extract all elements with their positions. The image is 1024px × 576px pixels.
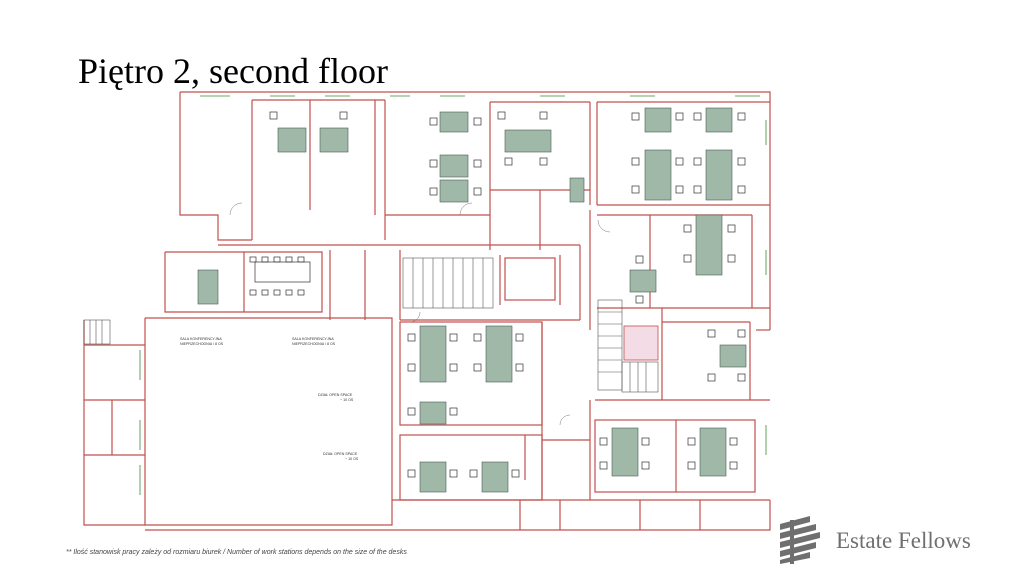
desk-clusters (197, 107, 747, 493)
brand-name: Estate Fellows (836, 528, 971, 553)
label-conference-a-line-1: SALA KONFERENCYJNA (180, 337, 222, 341)
label-conference-a-line-2: NIEPRZECHODNIA / 8 OS (180, 342, 224, 346)
window-markers (139, 95, 767, 495)
label-conference-b-line-1: SALA KONFERENCYJNA (292, 337, 334, 341)
footnote: ** Ilość stanowisk pracy zależy od rozmi… (66, 549, 407, 556)
lift-shaft (623, 325, 659, 361)
room-labels: SALA KONFERENCYJNA NIEPRZECHODNIA / 8 OS… (180, 337, 359, 461)
label-open-space-b-line-2: ~ 10 OS (345, 457, 359, 461)
label-open-space-a-line-1: DZIAŁ OPEN SPACE (318, 393, 353, 397)
staircases (83, 257, 659, 393)
page-title: Piętro 2, second floor (78, 51, 388, 91)
building-stack-icon (780, 516, 820, 564)
plan-walls (83, 91, 771, 531)
label-open-space-a-line-2: ~ 10 OS (340, 398, 354, 402)
brand-logo: Estate Fellows (776, 514, 1016, 570)
label-conference-b-line-2: NIEPRZECHODNIA / 8 OS (292, 342, 336, 346)
conference-tables (254, 261, 311, 283)
label-open-space-b-line-1: DZIAŁ OPEN SPACE (323, 452, 358, 456)
chairs (249, 111, 746, 478)
door-swings (229, 202, 611, 426)
